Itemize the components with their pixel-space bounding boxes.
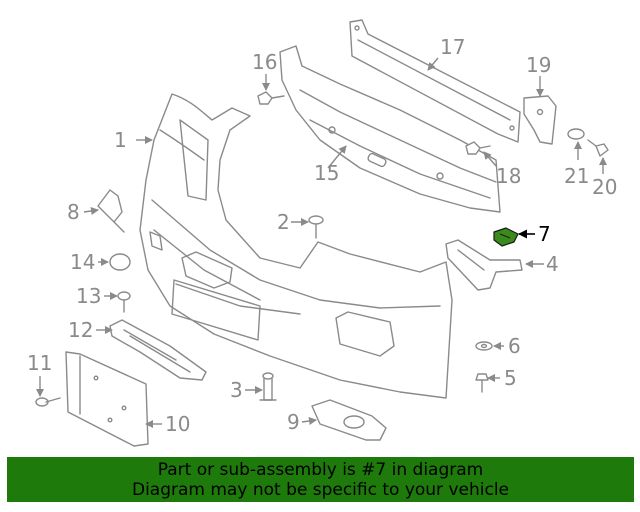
callout-7: 7	[538, 222, 551, 246]
fog-bezel-9	[311, 399, 387, 441]
callout-11: 11	[27, 351, 52, 375]
callout-8: 8	[67, 200, 80, 224]
washer-6	[475, 341, 493, 351]
callout-3: 3	[230, 378, 243, 402]
bolt-20	[587, 139, 609, 157]
callout-9: 9	[287, 410, 300, 434]
bolt-5	[475, 373, 489, 393]
bracket-19	[523, 95, 557, 145]
bumper-cover-1	[139, 93, 453, 399]
leader-lines	[36, 57, 607, 428]
callout-6: 6	[508, 334, 521, 358]
reinforcement-bar-17	[349, 19, 521, 143]
callout-1: 1	[114, 128, 127, 152]
plug-14	[109, 253, 131, 271]
callout-14: 14	[70, 250, 95, 274]
plate-bracket-10	[65, 351, 149, 447]
pin-3	[259, 372, 277, 401]
bolt-11	[35, 397, 61, 407]
screw-2	[308, 215, 324, 239]
side-bracket-4	[445, 239, 523, 291]
callout-4: 4	[546, 252, 559, 276]
washer-21	[567, 128, 585, 140]
bolt-18	[465, 141, 491, 155]
info-banner: Part or sub-assembly is #7 in diagram Di…	[7, 457, 634, 502]
banner-line-part: Part or sub-assembly is #7 in diagram	[157, 459, 484, 480]
tow-cover-8	[97, 189, 125, 233]
callout-21: 21	[564, 164, 589, 188]
screw-13	[117, 291, 131, 313]
impact-bar-15	[279, 45, 501, 213]
callout-16: 16	[252, 50, 277, 74]
callout-17: 17	[440, 35, 465, 59]
clip-7	[493, 227, 519, 247]
callout-18: 18	[496, 164, 521, 188]
callout-10: 10	[165, 412, 190, 436]
callout-13: 13	[76, 284, 101, 308]
bolt-16	[257, 91, 285, 105]
callout-2: 2	[277, 210, 290, 234]
callout-5: 5	[504, 366, 517, 390]
callout-labels: 1 2 3 4 5 6 7 8 9 10 11 12 13 14 15 16 1…	[27, 35, 617, 436]
callout-19: 19	[526, 53, 551, 77]
callout-20: 20	[592, 175, 617, 199]
callout-15: 15	[314, 161, 339, 185]
callout-12: 12	[68, 318, 93, 342]
parts-diagram: 1 2 3 4 5 6 7 8 9 10 11 12 13 14 15 16 1…	[27, 19, 617, 447]
banner-line-disclaimer: Diagram may not be specific to your vehi…	[131, 479, 509, 500]
grille-strip-12	[109, 319, 207, 381]
